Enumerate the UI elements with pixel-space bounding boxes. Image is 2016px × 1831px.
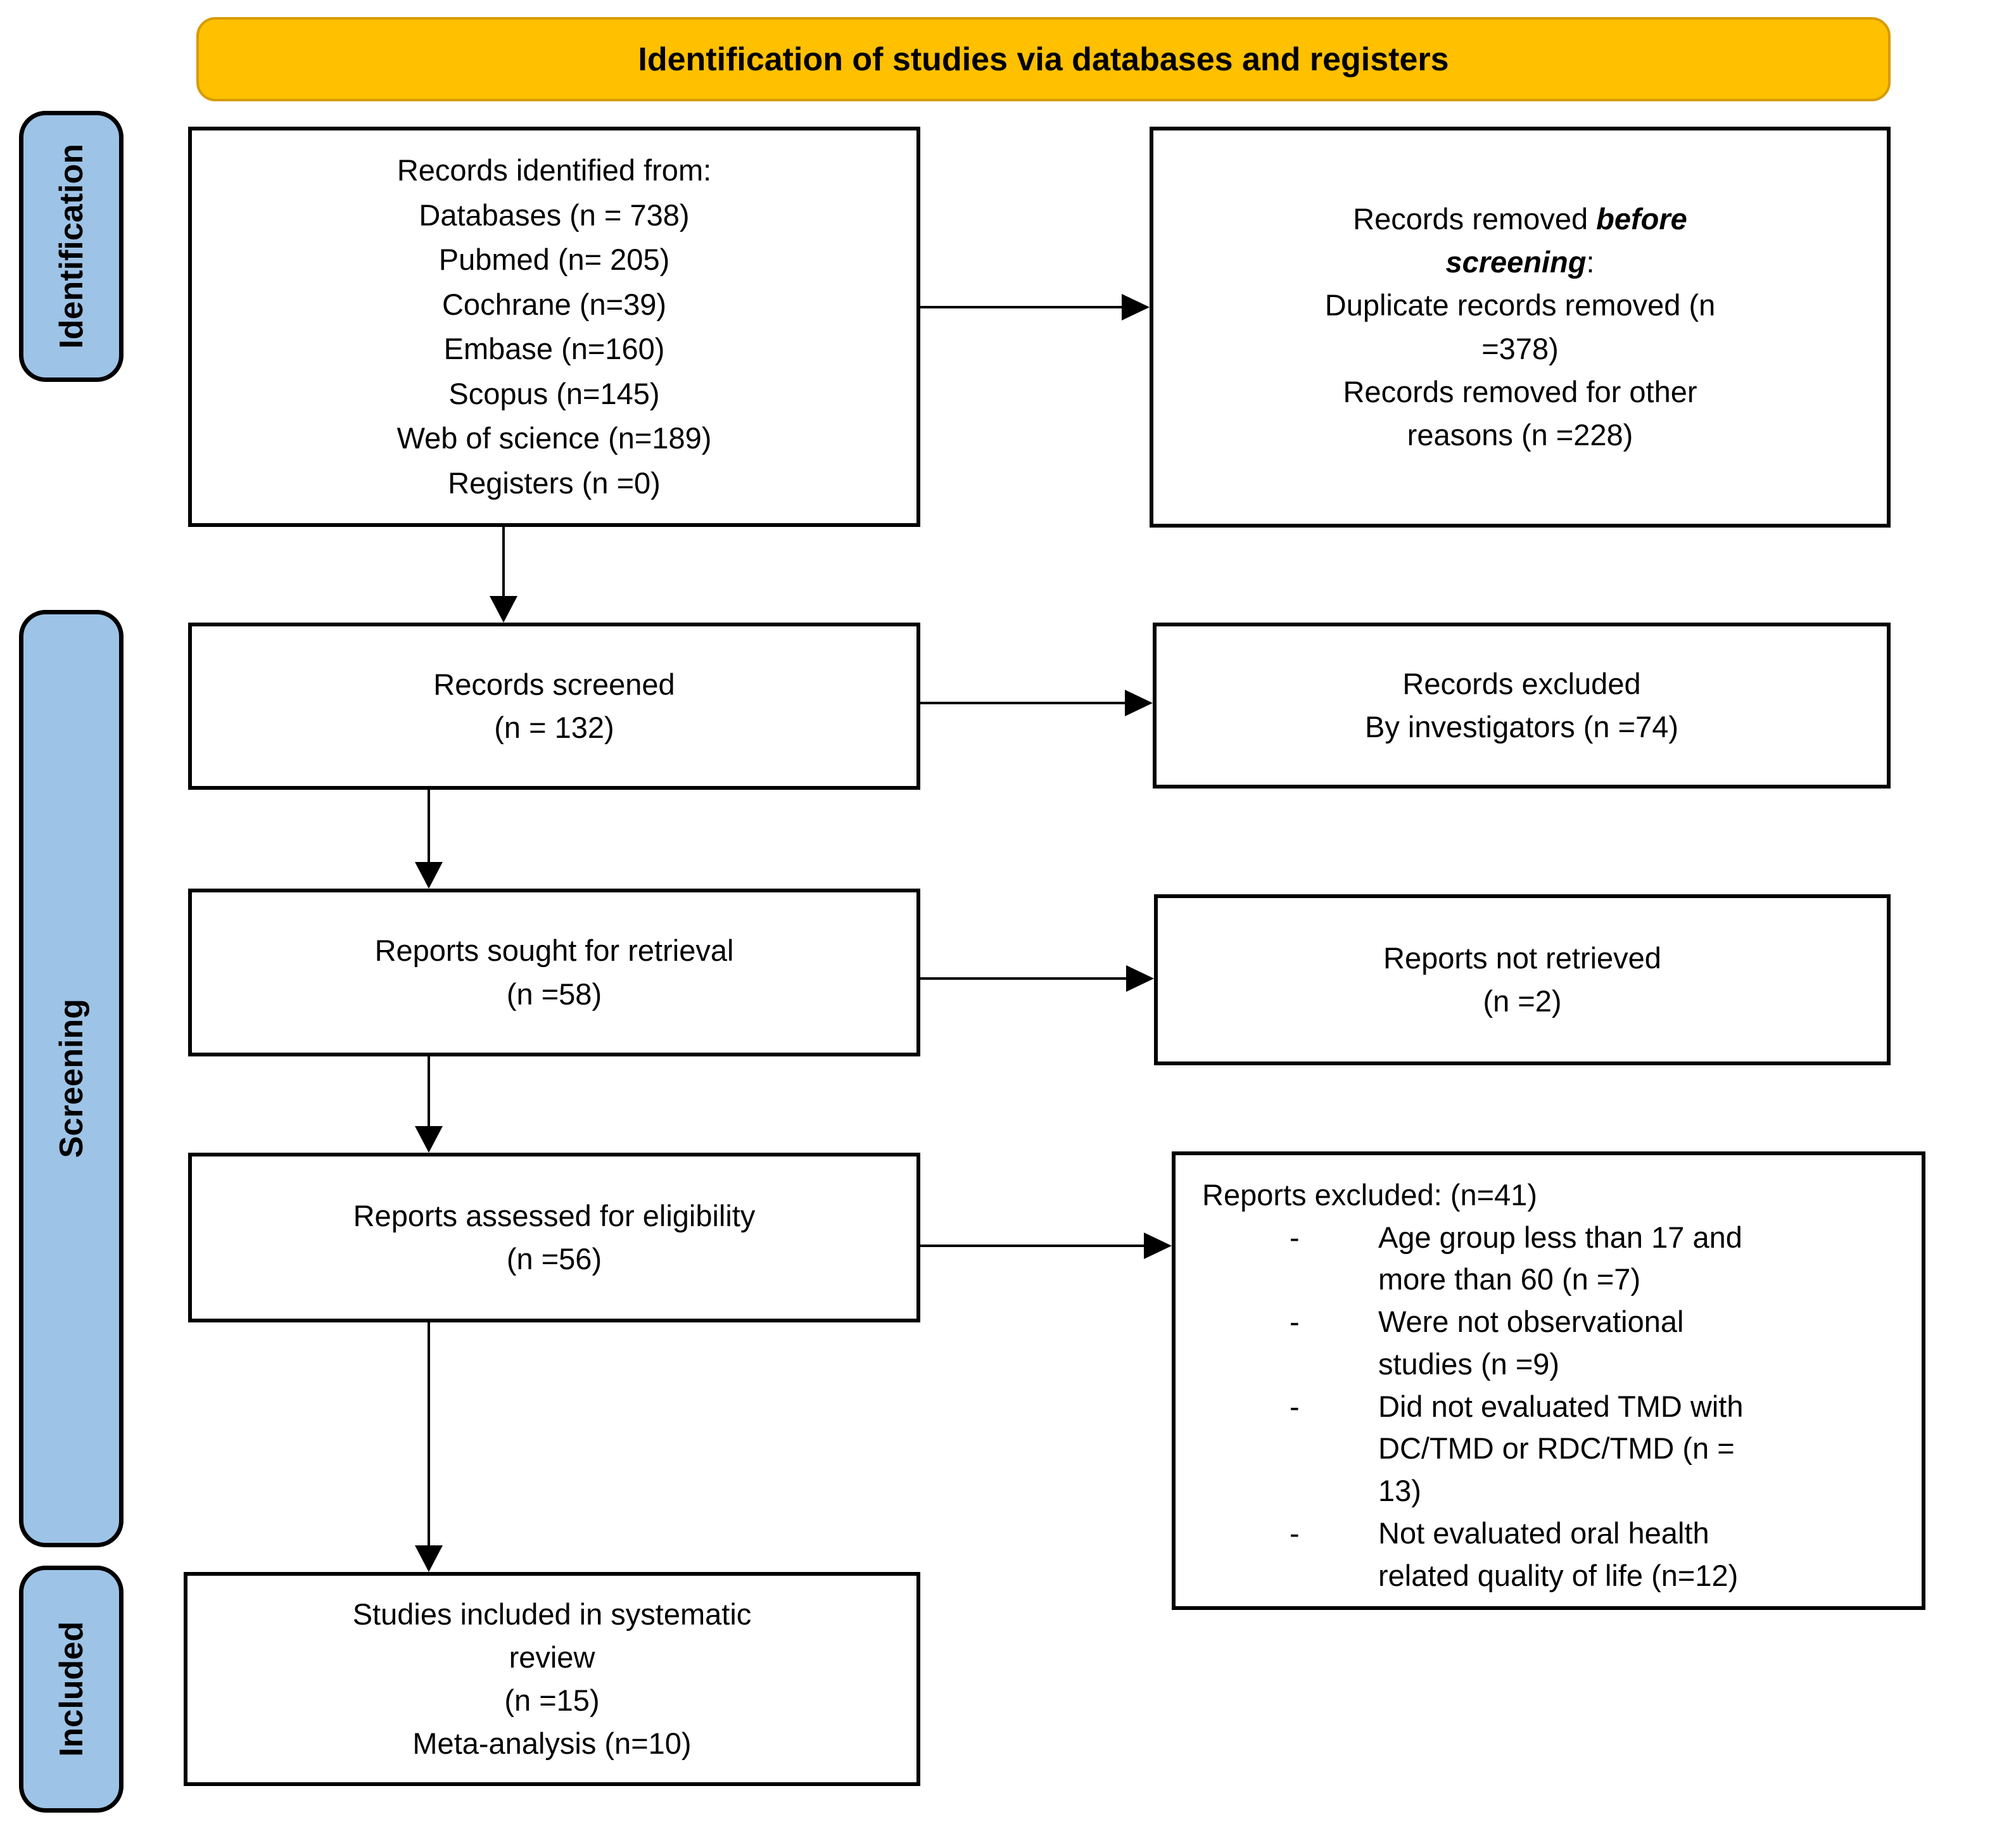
reports-excluded-item: - Did not evaluated TMD with DC/TMD or R… xyxy=(1290,1386,1906,1512)
box-text-line: Pubmed (n= 205) xyxy=(438,243,670,276)
box-text-line: Meta-analysis (n=10) xyxy=(412,1726,692,1761)
box-text-line: Reports sought for retrieval xyxy=(374,934,734,968)
box-text-line: Registers (n =0) xyxy=(448,466,661,500)
box-text-line: (n =58) xyxy=(506,977,602,1011)
stage-label-included-text: Included xyxy=(53,1621,90,1757)
bullet-dash: - xyxy=(1290,1220,1300,1254)
reports-assessed-box: Reports assessed for eligibility (n =56) xyxy=(188,1153,920,1322)
box-text-line: (n = 132) xyxy=(494,711,614,744)
box-text-line: Duplicate records removed (n =378) xyxy=(1324,288,1716,365)
studies-included-box: Studies included in systematic review (n… xyxy=(184,1572,920,1786)
bullet-dash: - xyxy=(1290,1305,1300,1339)
box-text-line: Cochrane (n=39) xyxy=(441,287,666,321)
stage-label-identification-text: Identification xyxy=(53,144,90,349)
reports-excluded-item: - Age group less than 17 and more than 6… xyxy=(1290,1217,1906,1301)
reports-not-retrieved-box: Reports not retrieved (n =2) xyxy=(1154,894,1891,1065)
banner-title: Identification of studies via databases … xyxy=(196,17,1891,101)
bullet-dash: - xyxy=(1290,1516,1300,1550)
box-text-line: Reports not retrieved xyxy=(1383,941,1661,975)
box-text-line: Records identified from: xyxy=(396,153,712,187)
box-text-line: Records removed for other reasons (n =22… xyxy=(1343,374,1697,452)
box-text-line: (n =56) xyxy=(506,1242,602,1276)
bullet-dash: - xyxy=(1290,1389,1300,1423)
box-text-line: (n =15) xyxy=(504,1683,600,1717)
box-text-line: Embase (n=160) xyxy=(443,332,665,365)
stage-label-screening: Screening xyxy=(19,610,124,1547)
reports-sought-box: Reports sought for retrieval (n =58) xyxy=(188,889,920,1056)
reports-excluded-item: - Were not observational studies (n =9) xyxy=(1290,1301,1906,1385)
box-text-line: Studies included in systematic review xyxy=(352,1597,752,1674)
records-excluded-box: Records excluded By investigators (n =74… xyxy=(1153,623,1891,789)
removed-heading-suffix: : xyxy=(1586,245,1595,279)
box-text-line: Records removed before screening: xyxy=(1298,198,1742,284)
box-text-line: Records excluded xyxy=(1402,666,1641,700)
records-screened-box: Records screened (n = 132) xyxy=(188,623,920,790)
box-text-line: Scopus (n=145) xyxy=(448,376,660,410)
box-text-line: Databases (n = 738) xyxy=(419,198,690,232)
reports-excluded-box: Reports excluded: (n=41) - Age group les… xyxy=(1172,1151,1925,1610)
removed-heading-emphasis: before screening xyxy=(1445,202,1687,279)
box-text-line: (n =2) xyxy=(1483,984,1562,1018)
removed-heading-prefix: Records removed xyxy=(1353,202,1597,236)
banner-title-text: Identification of studies via databases … xyxy=(638,41,1449,78)
reports-excluded-item: - Not evaluated oral health related qual… xyxy=(1290,1512,1906,1597)
stage-label-included: Included xyxy=(19,1566,124,1813)
reports-excluded-heading: Reports excluded: (n=41) xyxy=(1202,1178,1538,1212)
box-text-line: Web of science (n=189) xyxy=(396,421,712,455)
box-text-line: By investigators (n =74) xyxy=(1364,710,1679,744)
box-text-line: Records screened xyxy=(433,667,675,701)
records-removed-before-screening-box: Records removed before screening: Duplic… xyxy=(1150,127,1891,528)
stage-label-identification: Identification xyxy=(19,111,124,382)
box-text-line: Reports assessed for eligibility xyxy=(353,1198,756,1232)
records-identified-box: Records identified from: Databases (n = … xyxy=(188,127,920,527)
stage-label-screening-text: Screening xyxy=(53,999,90,1158)
